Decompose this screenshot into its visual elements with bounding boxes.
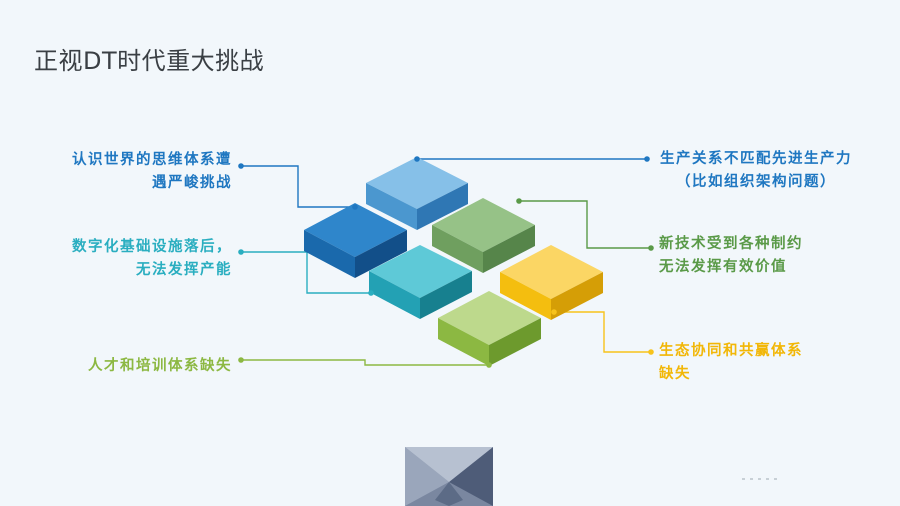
label-production-relations-line-2: （比如组织架构问题） [676, 174, 836, 190]
dot-thinking-system-label [238, 163, 244, 169]
label-new-technology: 新技术受到各种制约 无法发挥有效价值 [659, 233, 859, 279]
dot-digital-infrastructure-block [368, 290, 374, 296]
label-talent-training-line-1: 人才和培训体系缺失 [88, 358, 232, 374]
label-talent-training: 人才和培训体系缺失 [24, 355, 232, 378]
label-ecosystem: 生态协同和共赢体系 缺失 [659, 340, 859, 386]
connector-ecosystem [554, 311, 651, 353]
dot-ecosystem-label [648, 349, 654, 355]
label-digital-infrastructure-line-1: 数字化基础设施落后， [72, 239, 232, 255]
dot-production-relations-label [644, 156, 650, 162]
envelope-logo-icon [405, 447, 493, 506]
block-yellow [500, 245, 603, 320]
label-thinking-system-line-2: 遇严峻挑战 [152, 175, 232, 191]
page-title: 正视DT时代重大挑战 [34, 47, 265, 75]
block-dark-blue [304, 203, 407, 278]
label-thinking-system: 认识世界的思维体系遭 遇严峻挑战 [24, 149, 232, 195]
block-green [432, 198, 535, 273]
label-digital-infrastructure-line-2: 无法发挥产能 [136, 262, 232, 278]
label-new-technology-line-2: 无法发挥有效价值 [659, 259, 787, 275]
block-teal [369, 245, 472, 319]
connector-digital-infrastructure [241, 251, 371, 294]
block-lime [438, 291, 541, 366]
connector-talent-training [241, 359, 489, 366]
dot-new-technology-label [648, 245, 654, 251]
label-production-relations: 生产关系不匹配先进生产力 （比如组织架构问题） [651, 148, 861, 194]
dot-thinking-system-block [352, 204, 358, 210]
label-ecosystem-line-1: 生态协同和共赢体系 [659, 343, 803, 359]
label-thinking-system-line-1: 认识世界的思维体系遭 [72, 152, 232, 168]
label-digital-infrastructure: 数字化基础设施落后， 无法发挥产能 [24, 236, 232, 282]
dot-digital-infrastructure-label [238, 249, 244, 255]
connector-new-technology [519, 200, 651, 249]
label-production-relations-line-1: 生产关系不匹配先进生产力 [660, 151, 852, 167]
dot-talent-training-label [238, 357, 244, 363]
label-new-technology-line-1: 新技术受到各种制约 [659, 236, 803, 252]
dot-production-relations-block [414, 156, 420, 162]
label-ecosystem-line-2: 缺失 [659, 366, 691, 382]
block-light-blue [366, 157, 468, 230]
connector-thinking-system [241, 165, 355, 208]
dot-talent-training-block [486, 362, 492, 368]
dot-ecosystem-block [551, 309, 557, 315]
dot-new-technology-block [516, 198, 522, 204]
